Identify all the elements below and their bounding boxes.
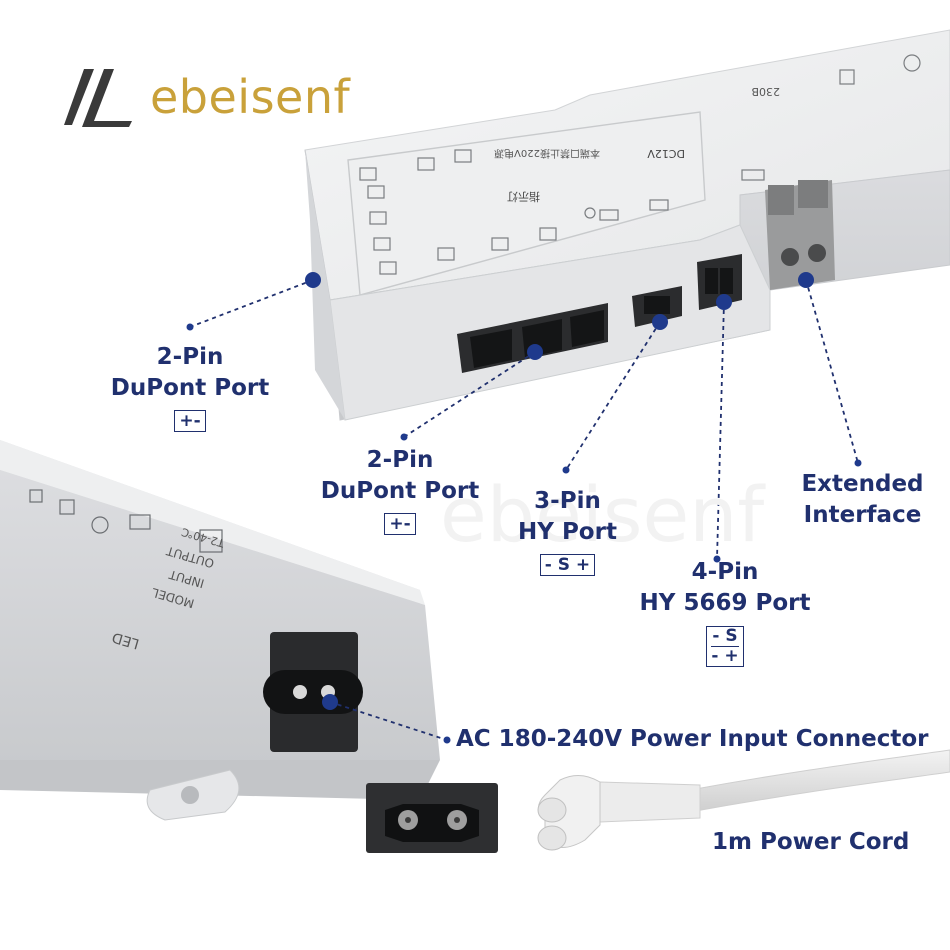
callout-lines bbox=[189, 279, 859, 741]
mid-dupont-symbol: +- bbox=[384, 513, 416, 535]
hy4-symbol-bottom: - + bbox=[711, 646, 739, 666]
status-label: 指示灯 bbox=[507, 190, 540, 204]
mid-dupont-subtitle: DuPont Port bbox=[320, 478, 480, 504]
extended-title: Extended bbox=[801, 471, 924, 497]
label-extended: Extended Interface bbox=[790, 469, 935, 531]
driver-box-main: DC12V 指示灯 本端口禁止接220V电源 230B bbox=[304, 29, 950, 421]
rear-label-led: LED bbox=[110, 629, 141, 652]
hy4-symbol: - S- + bbox=[706, 626, 744, 667]
inlet-detail bbox=[366, 783, 498, 853]
power-cord bbox=[537, 749, 950, 851]
terminal-block bbox=[765, 180, 835, 290]
left-dupont-subtitle: DuPont Port bbox=[110, 375, 270, 401]
dc-label: DC12V bbox=[647, 147, 685, 160]
left-dupont-symbol: +- bbox=[174, 410, 206, 432]
left-dupont-title: 2-Pin bbox=[156, 344, 224, 370]
hy3-connector bbox=[632, 286, 682, 327]
hy3-symbol: - S + bbox=[539, 554, 596, 576]
hy4-connector bbox=[697, 254, 742, 310]
hy4-title: 4-Pin bbox=[691, 559, 759, 585]
warning-text: 本端口禁止接220V电源 bbox=[494, 147, 600, 160]
hy4-symbol-top: - S bbox=[712, 626, 738, 646]
hy3-subtitle: HY Port bbox=[518, 519, 617, 545]
rating-text: 230B bbox=[751, 85, 780, 98]
label-hy3: 3-Pin HY Port - S + bbox=[500, 486, 635, 579]
label-hy4: 4-Pin HY 5669 Port - S- + bbox=[630, 557, 820, 667]
extended-subtitle: Interface bbox=[803, 502, 922, 528]
label-power-cord: 1m Power Cord bbox=[712, 829, 910, 855]
brand-logo: ebeisenf bbox=[64, 62, 350, 132]
brand-mark-icon bbox=[64, 69, 132, 127]
hy3-title: 3-Pin bbox=[534, 488, 601, 514]
mid-dupont-title: 2-Pin bbox=[366, 447, 434, 473]
watermark: ebeisenf bbox=[440, 470, 765, 559]
callout-dots bbox=[186, 272, 862, 744]
brand-name: ebeisenf bbox=[150, 70, 351, 124]
dupont-connectors bbox=[457, 303, 608, 373]
label-mid-dupont: 2-Pin DuPont Port +- bbox=[310, 445, 490, 538]
hy4-subtitle: HY 5669 Port bbox=[639, 590, 811, 616]
label-left-dupont: 2-Pin DuPont Port +- bbox=[100, 342, 280, 435]
ac-inlet bbox=[263, 632, 363, 752]
label-ac-input: AC 180-240V Power Input Connector bbox=[456, 726, 929, 752]
